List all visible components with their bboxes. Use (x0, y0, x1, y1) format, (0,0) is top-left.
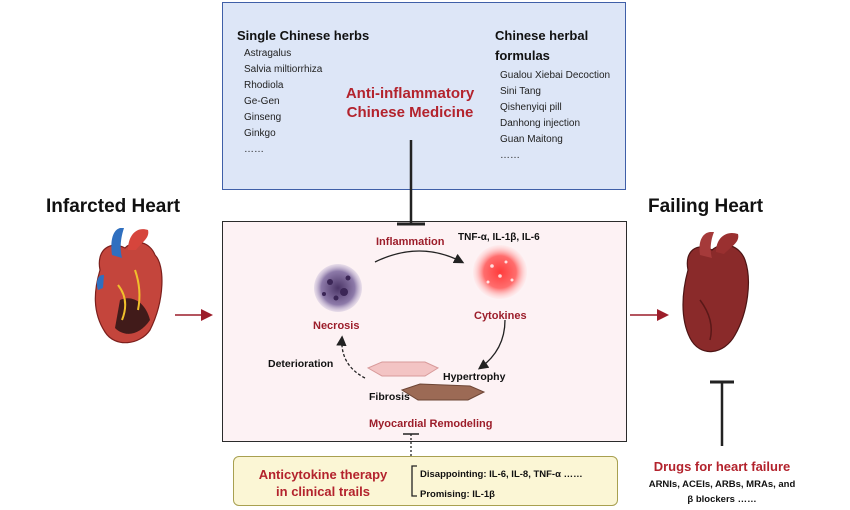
anti-inflammatory-line1: Anti-inflammatory (345, 85, 475, 102)
infarcted-heart-icon (94, 228, 163, 344)
anticytokine-therapy-panel (233, 456, 618, 506)
cytokines-icon (473, 245, 527, 299)
list-item: Sini Tang (500, 86, 541, 97)
disappointing-trials: Disappointing: IL-6, IL-8, TNF-α …… (420, 469, 583, 480)
anticytokine-title: Anticytokine therapy in clinical trails (248, 466, 398, 500)
failing-heart-title: Failing Heart (648, 196, 764, 217)
list-item: Danhong injection (500, 118, 581, 129)
anti-inflammatory-line2: Chinese Medicine (346, 104, 474, 121)
herbs-panel (222, 2, 626, 190)
list-item: …… (500, 150, 520, 161)
drugs-line1: ARNIs, ACEIs, ARBs, MRAs, and (648, 479, 796, 490)
failing-heart-icon (682, 232, 750, 353)
formulas-title-line2: formulas (495, 48, 550, 63)
infarcted-heart-title: Infarcted Heart (46, 196, 181, 217)
list-item: Salvia miltiorrhiza (244, 64, 323, 75)
list-item: …… (244, 144, 264, 155)
fibrosis-cells-icon (366, 361, 486, 401)
formulas-list: Gualou Xiebai Decoction Sini Tang Qishen… (500, 68, 610, 164)
anti-inflammatory-title: Anti-inflammatory Chinese Medicine (330, 84, 490, 122)
list-item: Ginseng (244, 112, 282, 123)
list-item: Ginkgo (244, 128, 276, 139)
list-item: Guan Maitong (500, 134, 563, 145)
formulas-title-line1: Chinese herbal (495, 28, 589, 43)
list-item: Ge-Gen (244, 96, 280, 107)
necrosis-cell-icon (314, 264, 362, 312)
drugs-title: Drugs for heart failure (653, 459, 791, 474)
anticytokine-line2: in clinical trails (276, 484, 370, 499)
cytokines-label: Cytokines (474, 310, 527, 322)
fibrosis-label: Fibrosis (369, 391, 410, 403)
arrow-deterioration (336, 335, 366, 379)
deterioration-label: Deterioration (268, 358, 334, 370)
necrosis-label: Necrosis (313, 320, 360, 332)
therapy-bracket (411, 465, 417, 497)
list-item: Gualou Xiebai Decoction (500, 70, 611, 81)
single-herbs-list: Astragalus Salvia miltiorrhiza Rhodiola … (244, 46, 322, 158)
promising-trials: Promising: IL-1β (420, 489, 495, 500)
arrow-to-hypertrophy (477, 319, 506, 370)
list-item: Astragalus (244, 48, 292, 59)
list-item: Qishenyiqi pill (500, 102, 562, 113)
arrow-inflammation (374, 250, 465, 264)
cytokine-list-label: TNF-α, IL-1β, IL-6 (458, 232, 540, 243)
inflammation-label: Inflammation (376, 236, 445, 248)
myocardial-remodeling-label: Myocardial Remodeling (369, 418, 493, 430)
list-item: Rhodiola (244, 80, 284, 91)
remodeling-cycle-panel (222, 221, 627, 442)
single-herbs-title: Single Chinese herbs (237, 28, 370, 43)
hypertrophy-label: Hypertrophy (443, 371, 506, 383)
drugs-line2: β blockers …… (687, 494, 757, 505)
anticytokine-line1: Anticytokine therapy (258, 467, 388, 482)
